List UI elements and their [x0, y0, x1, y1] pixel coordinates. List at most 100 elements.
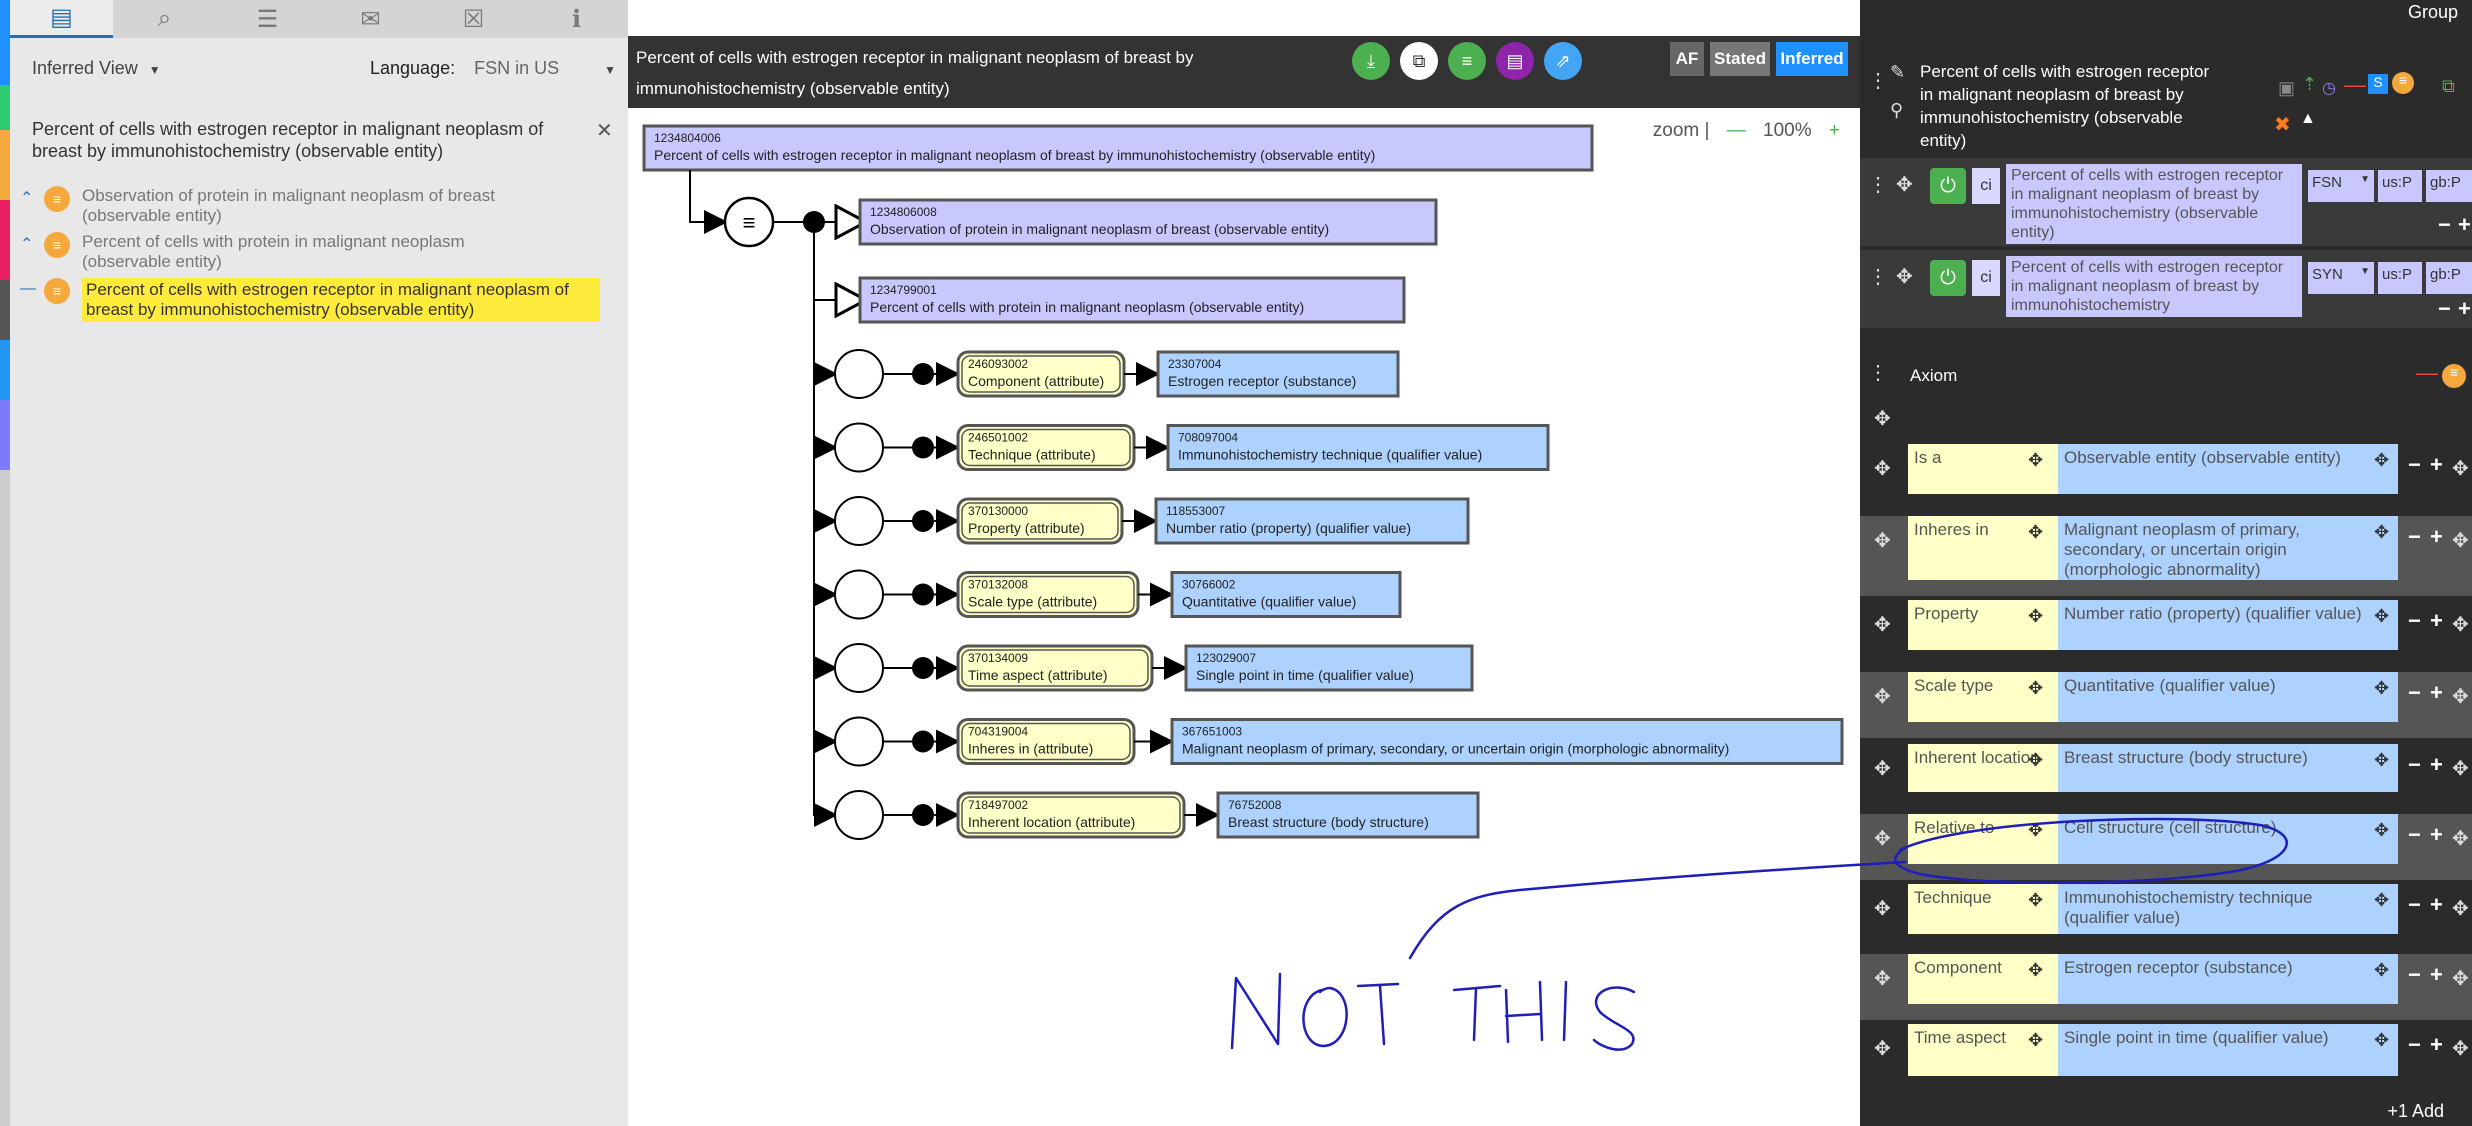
relationship-type[interactable]: Inherent location — [1908, 744, 2058, 792]
concept-menu-icon[interactable]: ≡ — [44, 186, 70, 212]
move-icon[interactable]: ✥ — [2452, 686, 2469, 708]
relationship-type[interactable]: Component — [1908, 954, 2058, 1004]
save-icon[interactable]: ▣ — [2278, 78, 2296, 98]
relationship-type[interactable]: Property — [1908, 600, 2058, 650]
remove-relationship-button[interactable]: − — [2408, 962, 2421, 987]
close-icon[interactable]: ✖ — [2274, 114, 2291, 136]
promote-icon[interactable]: ⇡ — [2302, 74, 2318, 94]
case-significance[interactable]: ci — [1972, 260, 2000, 296]
move-icon[interactable]: ✥ — [2028, 522, 2044, 542]
search-icon[interactable]: ⌕ — [157, 5, 172, 32]
move-icon[interactable]: ✥ — [2374, 606, 2390, 626]
remove-relationship-button[interactable]: − — [2408, 608, 2421, 633]
value-box[interactable] — [1156, 350, 1400, 398]
relationship-target[interactable]: Breast structure (body structure) — [2058, 744, 2398, 792]
relationship-type[interactable]: Is a — [1908, 444, 2058, 494]
language-selector[interactable]: Language: FSN in US ▼ — [370, 58, 616, 79]
remove-relationship-button[interactable]: − — [2408, 822, 2421, 847]
move-icon[interactable]: ✥ — [2028, 820, 2044, 840]
download-icon[interactable]: ⤓ — [1352, 42, 1390, 80]
move-icon[interactable]: ✥ — [2028, 450, 2044, 470]
parent-concept-box[interactable] — [858, 276, 1406, 324]
view-inferred-button[interactable]: Inferred — [1776, 42, 1848, 76]
value-box[interactable] — [1154, 497, 1470, 545]
snomed-icon[interactable]: S — [2368, 74, 2388, 94]
us-acceptability[interactable]: us:P — [2378, 262, 2422, 294]
active-toggle-icon[interactable]: ⏻ — [1930, 260, 1966, 296]
add-relationship-button[interactable]: + — [2430, 752, 2443, 777]
copy-icon[interactable]: ⧉ — [1400, 42, 1438, 80]
taxonomy-icon[interactable]: ≡ — [2442, 364, 2466, 388]
add-relationship-button[interactable]: + — [2430, 452, 2443, 477]
value-box[interactable] — [1170, 571, 1402, 618]
move-icon[interactable]: ✥ — [1874, 1038, 1891, 1060]
relationship-target[interactable]: Quantitative (qualifier value) — [2058, 672, 2398, 722]
view-af-button[interactable]: AF — [1670, 42, 1704, 76]
collapse-icon[interactable]: — — [20, 280, 36, 297]
remove-axiom-icon[interactable]: — — [2416, 360, 2438, 385]
move-icon[interactable]: ✥ — [2452, 1038, 2469, 1060]
value-box[interactable] — [1170, 718, 1844, 765]
view-stated-button[interactable]: Stated — [1710, 42, 1770, 76]
remove-relationship-button[interactable]: − — [2408, 680, 2421, 705]
value-box[interactable] — [1184, 644, 1474, 692]
move-icon[interactable]: ✥ — [1896, 174, 1913, 196]
info-icon[interactable]: ℹ — [571, 5, 582, 33]
taxonomy-icon[interactable]: ▤ — [10, 0, 113, 38]
move-icon[interactable]: ✥ — [2374, 960, 2390, 980]
move-icon[interactable]: ✥ — [2374, 1030, 2390, 1050]
move-icon[interactable]: ✥ — [1874, 530, 1891, 552]
description-type-select[interactable]: SYN ▼ — [2308, 262, 2374, 294]
add-relationship-button[interactable]: + — [2430, 892, 2443, 917]
parent-concept-box[interactable] — [858, 198, 1438, 246]
remove-description-button[interactable]: − — [2438, 296, 2451, 321]
description-term[interactable]: Percent of cells with estrogen receptor … — [2006, 256, 2302, 317]
value-box[interactable] — [1166, 424, 1550, 471]
zoom-out-button[interactable]: — — [1726, 120, 1746, 141]
relationship-target[interactable]: Number ratio (property) (qualifier value… — [2058, 600, 2398, 650]
taxonomy-item[interactable]: —≡Percent of cells with estrogen recepto… — [20, 278, 600, 322]
move-icon[interactable]: ✥ — [2028, 750, 2044, 770]
concept-menu-icon[interactable]: ≡ — [44, 278, 70, 304]
list-icon[interactable]: ☰ — [256, 5, 279, 33]
move-icon[interactable]: ✥ — [1874, 828, 1891, 850]
move-icon[interactable]: ✥ — [1874, 686, 1891, 708]
add-to-list-icon[interactable]: ≡ — [1448, 42, 1486, 80]
drag-handle-icon[interactable]: ⋮ — [1868, 362, 1888, 384]
collapse-icon[interactable]: ▲ — [2300, 110, 2316, 127]
move-icon[interactable]: ✥ — [2374, 678, 2390, 698]
open-external-icon[interactable]: ⇗ — [1544, 42, 1582, 80]
relationship-target[interactable]: Estrogen receptor (substance) — [2058, 954, 2398, 1004]
chevron-up-icon[interactable]: ⌃ — [20, 236, 34, 253]
relationship-target[interactable]: Observable entity (observable entity) — [2058, 444, 2398, 494]
move-icon[interactable]: ✥ — [2028, 606, 2044, 626]
taxonomy-icon[interactable]: ≡ — [2392, 72, 2414, 94]
move-icon[interactable]: ✥ — [2452, 828, 2469, 850]
taxonomy-item[interactable]: ⌃≡Observation of protein in malignant ne… — [20, 186, 552, 226]
remove-relationship-button[interactable]: − — [2408, 892, 2421, 917]
move-icon[interactable]: ✥ — [2028, 960, 2044, 980]
add-relationship-button[interactable]: + — [2430, 962, 2443, 987]
move-icon[interactable]: ✥ — [1874, 408, 1891, 430]
relationship-target[interactable]: Malignant neoplasm of primary, secondary… — [2058, 516, 2398, 580]
add-description-button[interactable]: + — [2458, 212, 2471, 237]
move-icon[interactable]: ✥ — [1874, 898, 1891, 920]
move-icon[interactable]: ✥ — [2028, 678, 2044, 698]
add-axiom-link[interactable]: +1 Add — [2387, 1101, 2444, 1121]
library-icon[interactable]: ▤ — [1496, 42, 1534, 80]
mail-icon[interactable]: ✉ — [360, 5, 381, 33]
relationship-type[interactable]: Scale type — [1908, 672, 2058, 722]
move-icon[interactable]: ✥ — [1874, 758, 1891, 780]
history-icon[interactable]: ◷ — [2322, 80, 2336, 97]
copy-icon[interactable]: ⧉ — [2442, 76, 2455, 96]
edit-icon[interactable]: ✎ — [1890, 62, 1906, 82]
active-toggle-icon[interactable]: ⏻ — [1930, 168, 1966, 204]
drag-handle-icon[interactable]: ⋮ — [1868, 174, 1888, 196]
move-icon[interactable]: ✥ — [2452, 968, 2469, 990]
concept-menu-icon[interactable]: ≡ — [44, 232, 70, 258]
relationship-type[interactable]: Technique — [1908, 884, 2058, 934]
move-icon[interactable]: ✥ — [1896, 266, 1913, 288]
move-icon[interactable]: ✥ — [2374, 522, 2390, 542]
gb-acceptability[interactable]: gb:P — [2426, 170, 2472, 202]
move-icon[interactable]: ✥ — [2452, 458, 2469, 480]
